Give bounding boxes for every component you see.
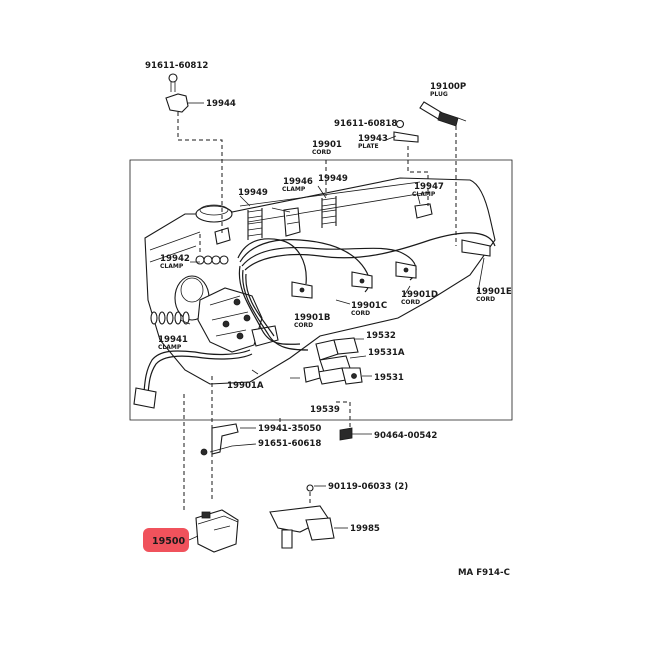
plug-cord-bundle (237, 232, 496, 351)
label-19901c[interactable]: 19901C (351, 301, 387, 311)
leaders-right (290, 338, 372, 379)
label-19944[interactable]: 19944 (206, 99, 236, 109)
clamp-19941 (150, 311, 190, 325)
connector-19531 (317, 367, 363, 385)
bolt-91611-60812 (168, 73, 178, 92)
label-19949-left[interactable]: 19949 (238, 188, 268, 198)
clamp-spring-19949-left (247, 208, 263, 240)
label-19949-right[interactable]: 19949 (318, 174, 348, 184)
leader-91651-60618 (209, 443, 257, 453)
label-91651-60618[interactable]: 91651-60618 (258, 439, 321, 449)
clamp-19946 (283, 207, 301, 237)
leader-19943 (385, 135, 397, 141)
label-91611-60818[interactable]: 91611-60818 (334, 119, 397, 129)
label-19942[interactable]: 19942 (160, 254, 190, 264)
label-clamp-19947: CLAMP (412, 191, 436, 198)
ignition-coil-19500 (195, 509, 239, 553)
valve-cover-outline (129, 159, 513, 421)
part-label-19500[interactable]: 19500 (152, 536, 185, 547)
coil-cord-end (133, 387, 157, 409)
highlight-marker (143, 528, 189, 552)
clamp-19947 (414, 203, 433, 219)
label-19100p[interactable]: 19100P (430, 82, 466, 92)
dashed-leaders (177, 112, 457, 510)
label-19901d[interactable]: 19901D (401, 290, 438, 300)
clip-90464-00542 (339, 427, 372, 441)
clamp-spring-19949-right (321, 196, 337, 228)
label-19531a[interactable]: 19531A (368, 348, 405, 358)
label-19943[interactable]: 19943 (358, 134, 388, 144)
label-clamp-19946: CLAMP (282, 186, 306, 193)
part-19539 (303, 365, 321, 383)
bracket-19941-35050 (200, 423, 256, 456)
bracket-19944 (165, 93, 189, 113)
label-19941-35050[interactable]: 19941-35050 (258, 424, 321, 434)
label-leaders (179, 185, 485, 375)
label-19532[interactable]: 19532 (366, 331, 396, 341)
oil-filler-cap (195, 205, 233, 223)
label-plug: PLUG (430, 91, 448, 98)
plate-19943 (393, 119, 419, 143)
label-19946[interactable]: 19946 (283, 177, 313, 187)
cover-tab (214, 227, 231, 245)
label-19901[interactable]: 19901 (312, 140, 342, 150)
label-19901a[interactable]: 19901A (227, 381, 264, 391)
label-cord-d: CORD (401, 299, 420, 306)
figure-code: MA F914-C (458, 568, 510, 578)
cover-ribs (149, 181, 431, 263)
label-19901e[interactable]: 19901E (476, 287, 512, 297)
spark-plug-19100p (419, 101, 467, 127)
connector-19532 (315, 337, 359, 361)
leader-19500 (188, 535, 199, 541)
label-clamp-19942: CLAMP (160, 263, 184, 270)
plug-boots (291, 239, 491, 299)
label-19941[interactable]: 19941 (158, 335, 188, 345)
clamp-19942 (195, 255, 229, 265)
label-cord-top: CORD (312, 149, 331, 156)
label-19539[interactable]: 19539 (310, 405, 340, 415)
label-19947[interactable]: 19947 (414, 182, 444, 192)
bracket-19985 (269, 484, 348, 549)
label-clamp-19941: CLAMP (158, 344, 182, 351)
coil-cord-19901a (143, 349, 251, 393)
coil-cord-19901a-inner (147, 353, 253, 395)
label-cord-c: CORD (351, 310, 370, 317)
label-19901b[interactable]: 19901B (294, 313, 330, 323)
distributor (174, 275, 279, 353)
label-cord-b: CORD (294, 322, 313, 329)
oil-filler-cap-top (199, 204, 229, 216)
label-cord-e: CORD (476, 296, 495, 303)
label-90119-06033[interactable]: 90119-06033 (2) (328, 482, 408, 492)
label-plate: PLATE (358, 143, 379, 150)
label-19985[interactable]: 19985 (350, 524, 380, 534)
label-90464-00542[interactable]: 90464-00542 (374, 431, 437, 441)
label-19531[interactable]: 19531 (374, 373, 404, 383)
label-91611-60812[interactable]: 91611-60812 (145, 61, 208, 71)
